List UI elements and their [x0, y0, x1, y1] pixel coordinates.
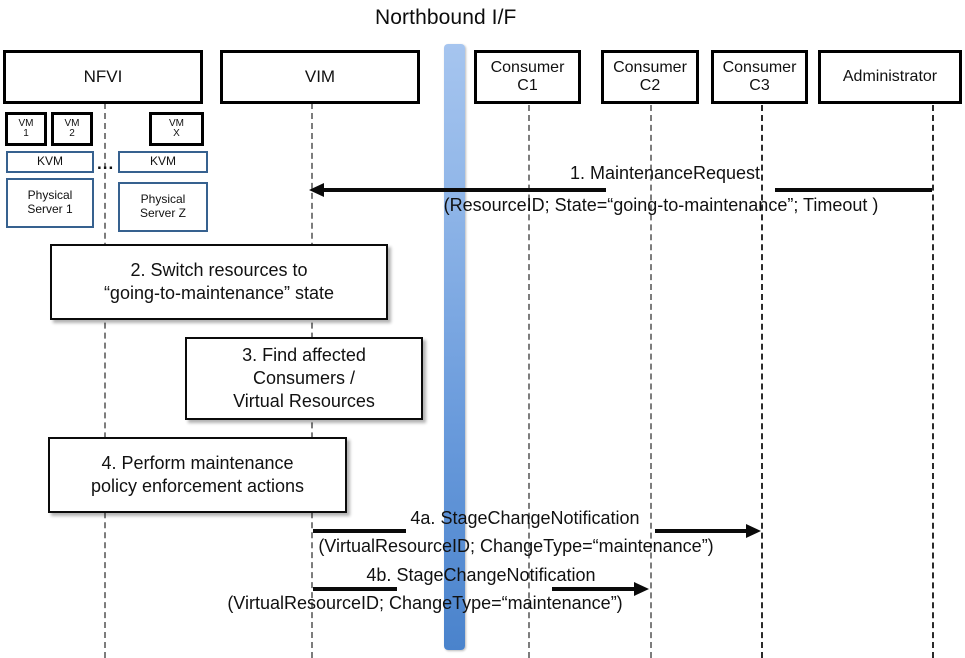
note-step-2-line1: 2. Switch resources to	[130, 259, 308, 280]
message-1-params: (ResourceID; State=“going-to-maintenance…	[443, 195, 879, 215]
vm-box-x-line1: VM	[169, 117, 184, 129]
note-step-3-line2: Consumers /	[252, 367, 356, 388]
kvm-box-2-label: KVM	[149, 154, 176, 169]
note-step-4-line1: 4. Perform maintenance	[101, 452, 294, 473]
note-step-4-line2: policy enforcement actions	[90, 476, 305, 496]
lifeline-nfvi	[104, 103, 106, 658]
message-4b-arrowhead	[634, 582, 649, 596]
vm-box-x-line2: X	[173, 128, 180, 139]
note-step-2-line2: “going-to-maintenance” state	[103, 283, 335, 303]
physical-server-z-line1: Physical	[140, 192, 186, 207]
actor-nfvi-label: NFVI	[83, 67, 123, 87]
note-step-3-line1: 3. Find affected	[242, 344, 366, 365]
actor-consumer-c3[interactable]: Consumer C3	[711, 50, 808, 104]
vm-box-x[interactable]: VM X	[149, 112, 204, 146]
note-step-3: 3. Find affected Consumers / Virtual Res…	[185, 337, 423, 420]
actor-consumer-c3-label-line2: C3	[749, 77, 770, 94]
vm-box-1-line2: 1	[23, 128, 29, 139]
kvm-box-1[interactable]: KVM	[6, 151, 94, 173]
message-4a-params: (VirtualResourceID; ChangeType=“maintena…	[318, 536, 714, 556]
message-1-label: 1. MaintenanceRequest	[569, 163, 761, 183]
actor-consumer-c1[interactable]: Consumer C1	[474, 50, 581, 104]
message-1-arrowhead	[309, 183, 324, 197]
actor-consumer-c2-label-line1: Consumer	[613, 59, 687, 77]
message-1-line	[322, 188, 606, 192]
actor-administrator[interactable]: Administrator	[818, 50, 962, 104]
diagram-title: Northbound I/F	[375, 6, 517, 29]
physical-server-z-line2: Server Z	[139, 206, 186, 220]
vm-box-2-line2: 2	[69, 128, 75, 139]
actor-administrator-label: Administrator	[842, 68, 938, 86]
message-4b-line-right	[552, 587, 635, 591]
actor-consumer-c1-label-line1: Consumer	[490, 59, 565, 77]
actor-consumer-c2[interactable]: Consumer C2	[601, 50, 699, 104]
message-1-line-right	[775, 188, 932, 192]
note-step-2: 2. Switch resources to “going-to-mainten…	[50, 244, 388, 320]
vm-box-1[interactable]: VM 1	[5, 112, 47, 146]
vm-box-1-line1: VM	[18, 117, 34, 129]
actor-consumer-c3-label-line1: Consumer	[722, 59, 797, 77]
note-step-4: 4. Perform maintenance policy enforcemen…	[48, 437, 347, 513]
message-4a-label: 4a. StageChangeNotification	[410, 508, 640, 528]
message-4b-params: (VirtualResourceID; ChangeType=“maintena…	[227, 593, 623, 613]
actor-nfvi[interactable]: NFVI	[3, 50, 203, 104]
ellipsis-between-servers: ...	[97, 154, 115, 173]
message-4a-line-left	[313, 529, 406, 533]
message-4a-arrowhead	[746, 524, 761, 538]
lifeline-consumer-c1	[528, 105, 530, 658]
lifeline-consumer-c3	[761, 105, 763, 658]
actor-vim[interactable]: VIM	[220, 50, 420, 104]
message-4a-line-right	[655, 529, 747, 533]
vm-box-2[interactable]: VM 2	[51, 112, 93, 146]
note-step-3-line3: Virtual Resources	[233, 391, 375, 412]
actor-consumer-c1-label-line2: C1	[517, 77, 538, 94]
lifeline-consumer-c2	[650, 105, 652, 658]
physical-server-1-box[interactable]: Physical Server 1	[6, 178, 94, 228]
kvm-box-2[interactable]: KVM	[118, 151, 208, 173]
actor-vim-label: VIM	[304, 67, 336, 87]
lifeline-administrator	[932, 105, 934, 658]
northbound-interface-bar	[444, 44, 465, 650]
physical-server-z-box[interactable]: Physical Server Z	[118, 182, 208, 232]
message-4b-line-left	[313, 587, 397, 591]
kvm-box-1-label: KVM	[36, 154, 63, 169]
physical-server-1-line2: Server 1	[27, 202, 73, 216]
physical-server-1-line1: Physical	[27, 188, 73, 203]
vm-box-2-line1: VM	[64, 117, 80, 129]
message-4b-label: 4b. StageChangeNotification	[366, 565, 596, 585]
actor-consumer-c2-label-line2: C2	[639, 77, 661, 94]
